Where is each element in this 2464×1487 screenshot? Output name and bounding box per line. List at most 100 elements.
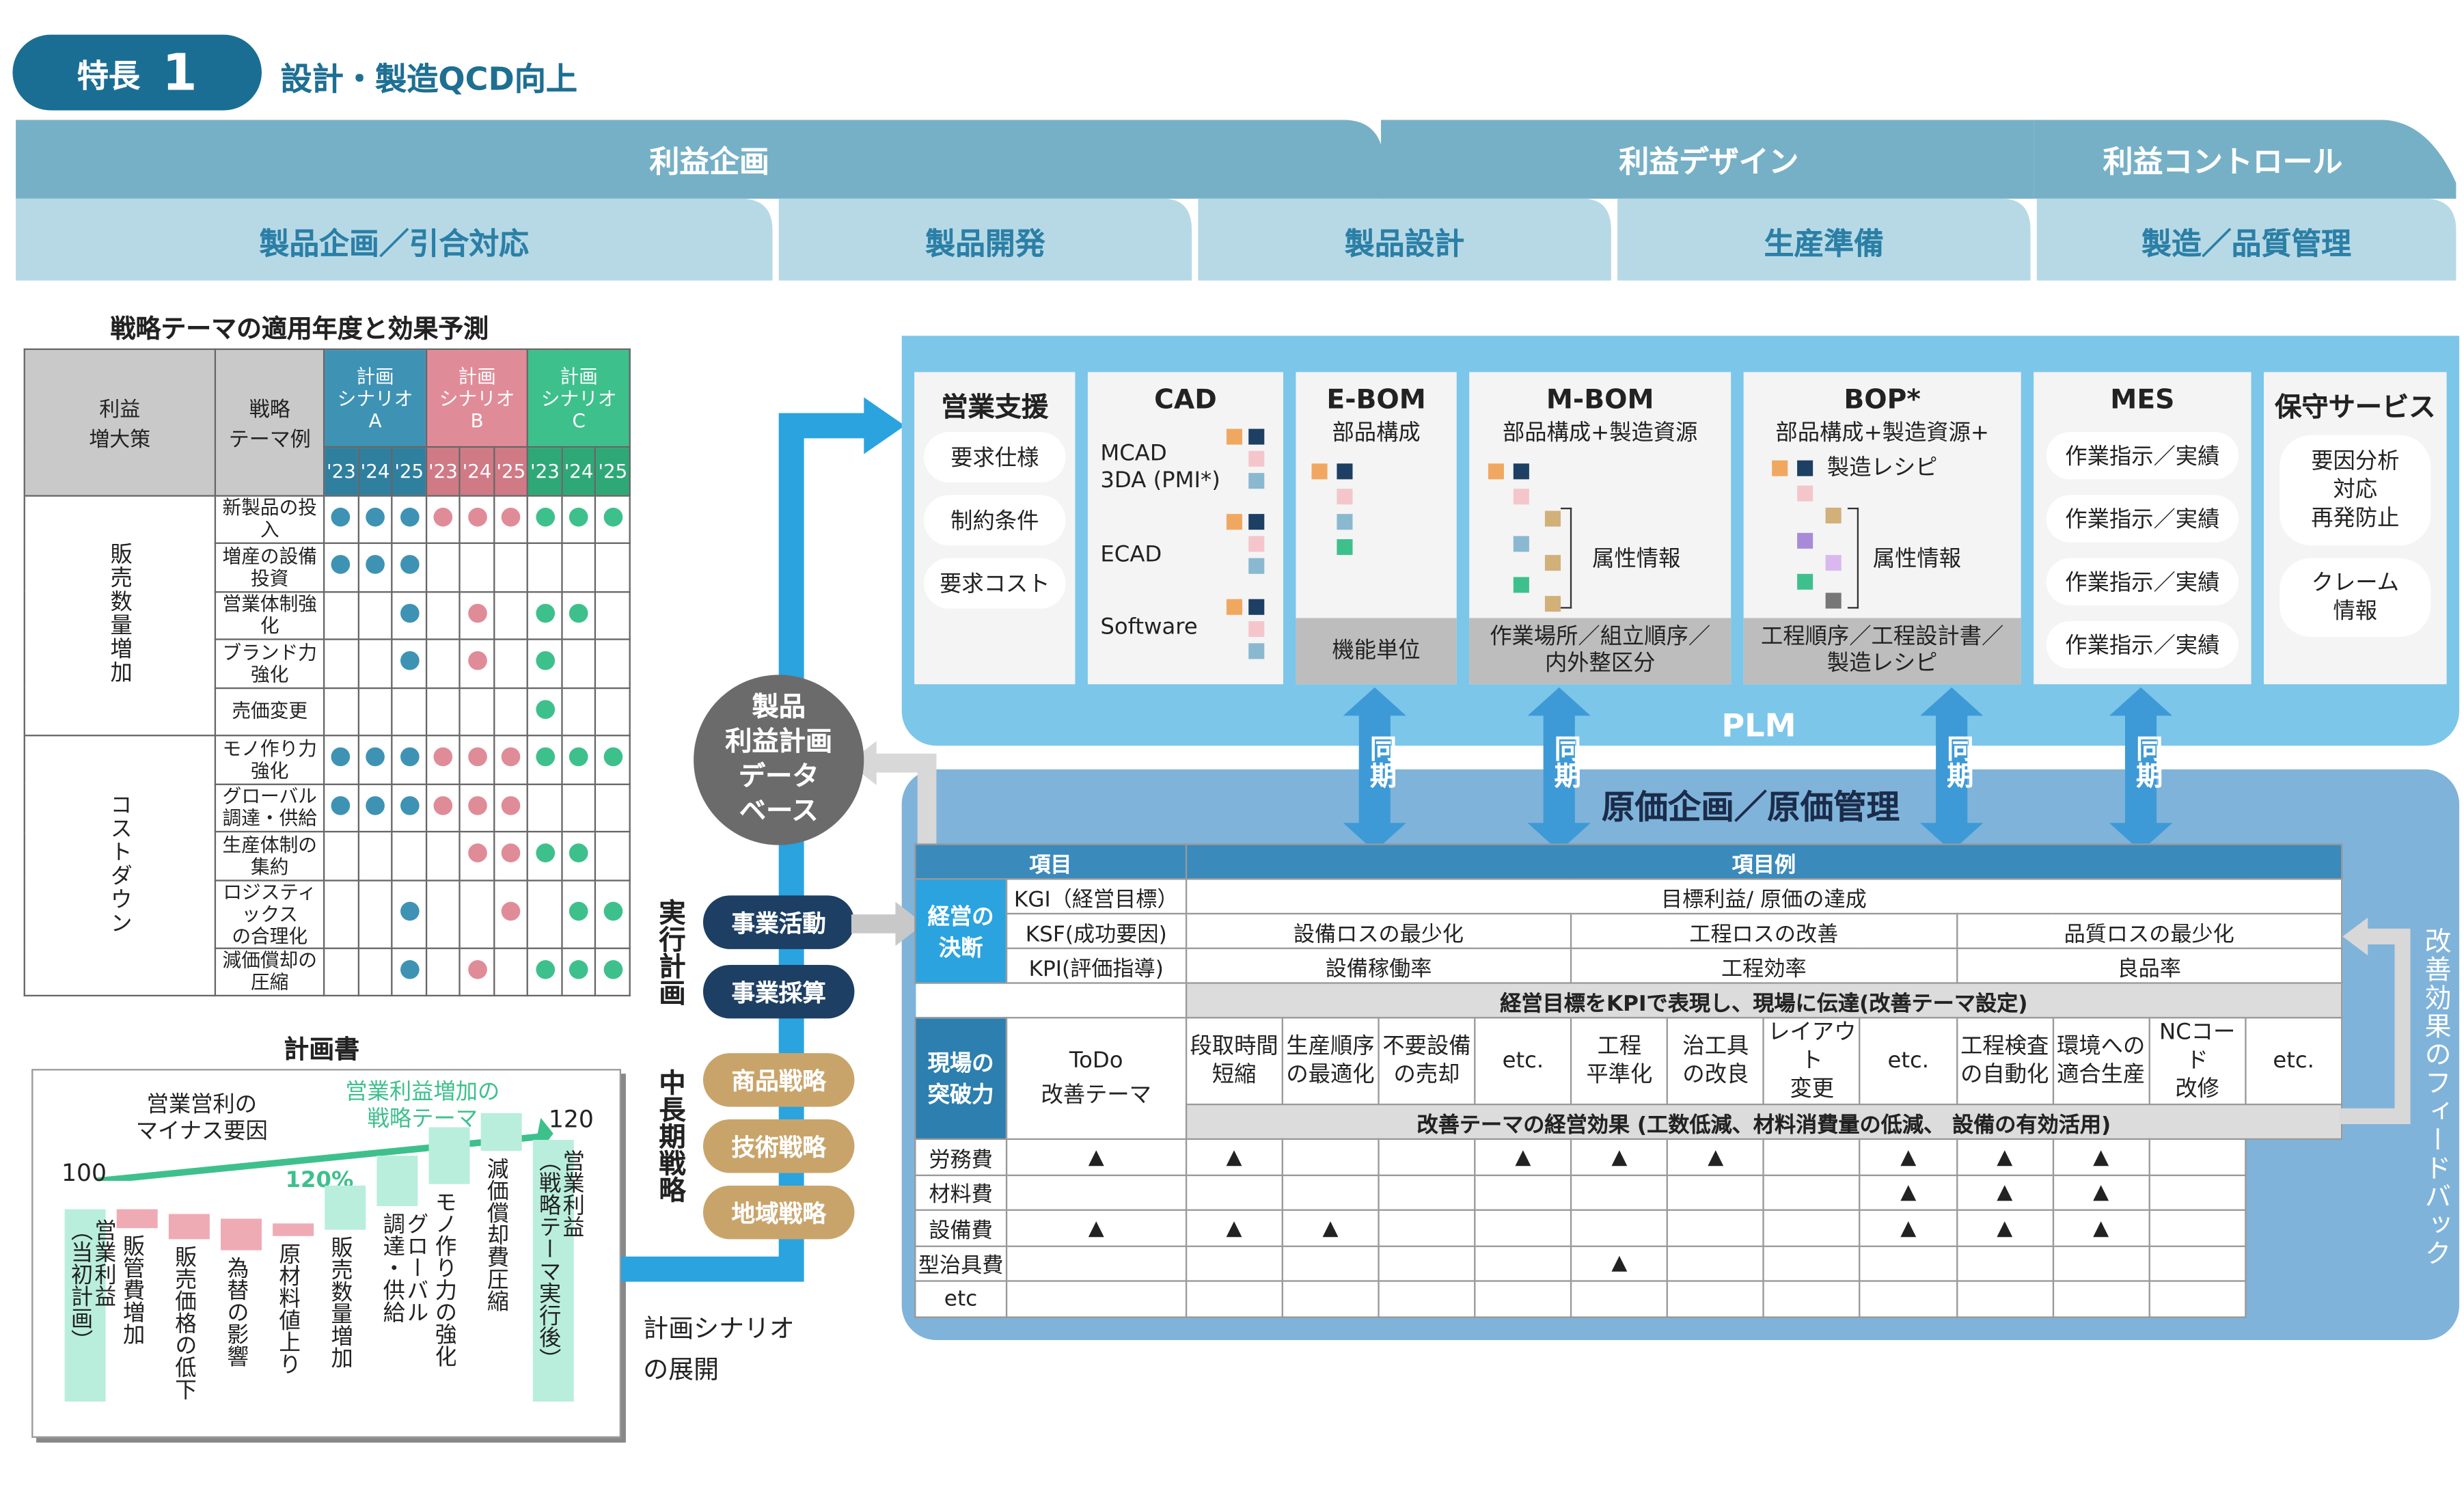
scenario-cell	[561, 735, 597, 785]
scenario-c-header: 計画 シナリオ C	[527, 348, 631, 448]
measure-group: 販売数量増加	[23, 494, 217, 737]
mes-item[interactable]: 作業指示／実績	[2046, 620, 2239, 669]
effect-marker: ▲	[2093, 1145, 2109, 1170]
cost-effect-cell	[1570, 1209, 1669, 1246]
kpi-value: 工程効率	[1570, 947, 1958, 984]
improvement-theme: 環境への 適合生産	[2052, 1017, 2150, 1106]
item-constraints[interactable]: 制約条件	[923, 495, 1066, 546]
plan-dot	[603, 507, 622, 526]
scenario-cell	[357, 735, 394, 785]
box-mbom: M-BOM 部品構成+製造資源 属性情報 作業場所／組立順序／ 内外整区分	[1469, 372, 1731, 685]
scenario-cell	[391, 494, 427, 544]
scenario-cell	[493, 879, 529, 949]
effect-marker: ▲	[1900, 1145, 1917, 1170]
mes-item[interactable]: 作業指示／実績	[2046, 495, 2239, 543]
plan-dot	[467, 843, 487, 863]
scenario-cell	[357, 494, 394, 544]
item-requirement-spec[interactable]: 要求仕様	[923, 432, 1066, 482]
plan-dot	[569, 901, 588, 921]
plan-dot	[501, 795, 521, 815]
waterfall-label: 販売価格の低下	[172, 1245, 196, 1400]
scenario-cell	[561, 542, 597, 592]
plan-dot	[467, 507, 487, 526]
cost-effect-cell	[1005, 1173, 1187, 1211]
scenario-cell	[323, 735, 359, 785]
process-product-planning: 製品企画／引合対応	[259, 227, 530, 262]
plan-dot	[535, 507, 555, 526]
plan-dot	[399, 651, 419, 671]
scenario-cell	[391, 879, 427, 949]
item-claim-info[interactable]: クレーム 情報	[2280, 558, 2431, 638]
phase-profit-design: 利益デザイン	[1619, 145, 1799, 180]
box-title: 保守サービス	[2275, 392, 2436, 424]
cost-header-example: 項目例	[1185, 843, 2343, 880]
plan-dot	[331, 507, 351, 526]
scenario-cell	[459, 830, 495, 881]
cost-effect-cell	[1378, 1173, 1476, 1211]
waterfall-bar	[325, 1185, 366, 1229]
plan-dot	[366, 795, 385, 815]
scenario-cell	[561, 830, 597, 881]
theme-label: グローバル 調達・供給	[214, 782, 325, 833]
scenario-cell	[425, 638, 461, 689]
pill-technology-strategy[interactable]: 技術戦略	[702, 1119, 855, 1173]
plan-dot	[535, 843, 555, 863]
effect-marker: ▲	[1515, 1145, 1531, 1170]
measure-group: コストダウン	[23, 735, 217, 997]
theme-label: ブランド力強化	[214, 638, 325, 689]
scenario-cell	[323, 830, 359, 881]
ksf-value: 設備ロスの最少化	[1185, 912, 1572, 949]
year-header: '24	[561, 446, 597, 496]
effect-marker: ▲	[1900, 1181, 1917, 1205]
waterfall-label: 営業利益 （当初計画）	[68, 1218, 115, 1352]
scenario-cell	[493, 494, 529, 544]
pill-product-strategy[interactable]: 商品戦略	[702, 1053, 855, 1107]
mes-item[interactable]: 作業指示／実績	[2046, 558, 2239, 605]
scenario-expansion-label: 計画シナリオ の展開	[643, 1313, 795, 1384]
pill-regional-strategy[interactable]: 地域戦略	[702, 1185, 855, 1240]
scenario-cell	[527, 735, 563, 785]
pill-business-activity[interactable]: 事業活動	[702, 895, 855, 949]
box-bottom-bar: 機能単位	[1296, 618, 1457, 685]
effect-marker: ▲	[1226, 1216, 1242, 1241]
process-product-development: 製品開発	[925, 227, 1045, 262]
cost-effect-cell: ▲	[1474, 1138, 1572, 1175]
scenario-cell	[459, 735, 495, 785]
item-required-cost[interactable]: 要求コスト	[923, 558, 1066, 609]
plan-dot	[603, 901, 622, 921]
scenario-cell	[594, 879, 631, 949]
scenario-cell	[357, 542, 394, 592]
improvement-theme: etc.	[1859, 1017, 1958, 1106]
feature-badge-label: 特長	[77, 55, 141, 94]
year-header: '25	[493, 446, 529, 496]
cost-effect-cell	[1474, 1244, 1572, 1282]
scenario-cell	[425, 946, 461, 997]
waterfall-bar	[168, 1214, 210, 1240]
cad-mcad: MCAD 3DA (PMI*)	[1100, 441, 1220, 494]
improvement-theme: 工程 平準化	[1570, 1017, 1669, 1106]
scenario-cell	[425, 542, 461, 592]
year-header: '23	[425, 446, 461, 496]
pill-business-profit[interactable]: 事業採算	[702, 964, 855, 1019]
scenario-cell	[357, 946, 394, 997]
box-maintenance: 保守サービス 要因分析 対応 再発防止 クレーム 情報	[2263, 372, 2447, 685]
improvement-theme: etc.	[1474, 1017, 1572, 1106]
theme-label: 新製品の投入	[214, 494, 325, 544]
year-header: '25	[391, 446, 427, 496]
scenario-cell	[527, 638, 563, 689]
cost-effect-cell	[1281, 1173, 1380, 1211]
scenario-cell	[594, 638, 631, 689]
waterfall-bar	[377, 1156, 418, 1207]
scenario-cell	[425, 494, 461, 544]
cost-effect-cell	[1474, 1209, 1572, 1246]
plan-dot	[535, 748, 555, 767]
plan-dot	[501, 507, 521, 526]
scenario-cell	[594, 735, 631, 785]
box-title: BOP*	[1844, 384, 1921, 417]
mes-item[interactable]: 作業指示／実績	[2046, 432, 2239, 480]
todo-label: ToDo 改善テーマ	[1005, 1017, 1187, 1141]
item-root-cause[interactable]: 要因分析 対応 再発防止	[2280, 435, 2431, 546]
kgi-value: 目標利益/ 原価の達成	[1185, 878, 2343, 915]
profit-plan-database[interactable]: 製品 利益計画 データ ベース	[694, 674, 864, 845]
tree-icon	[1772, 460, 1866, 618]
